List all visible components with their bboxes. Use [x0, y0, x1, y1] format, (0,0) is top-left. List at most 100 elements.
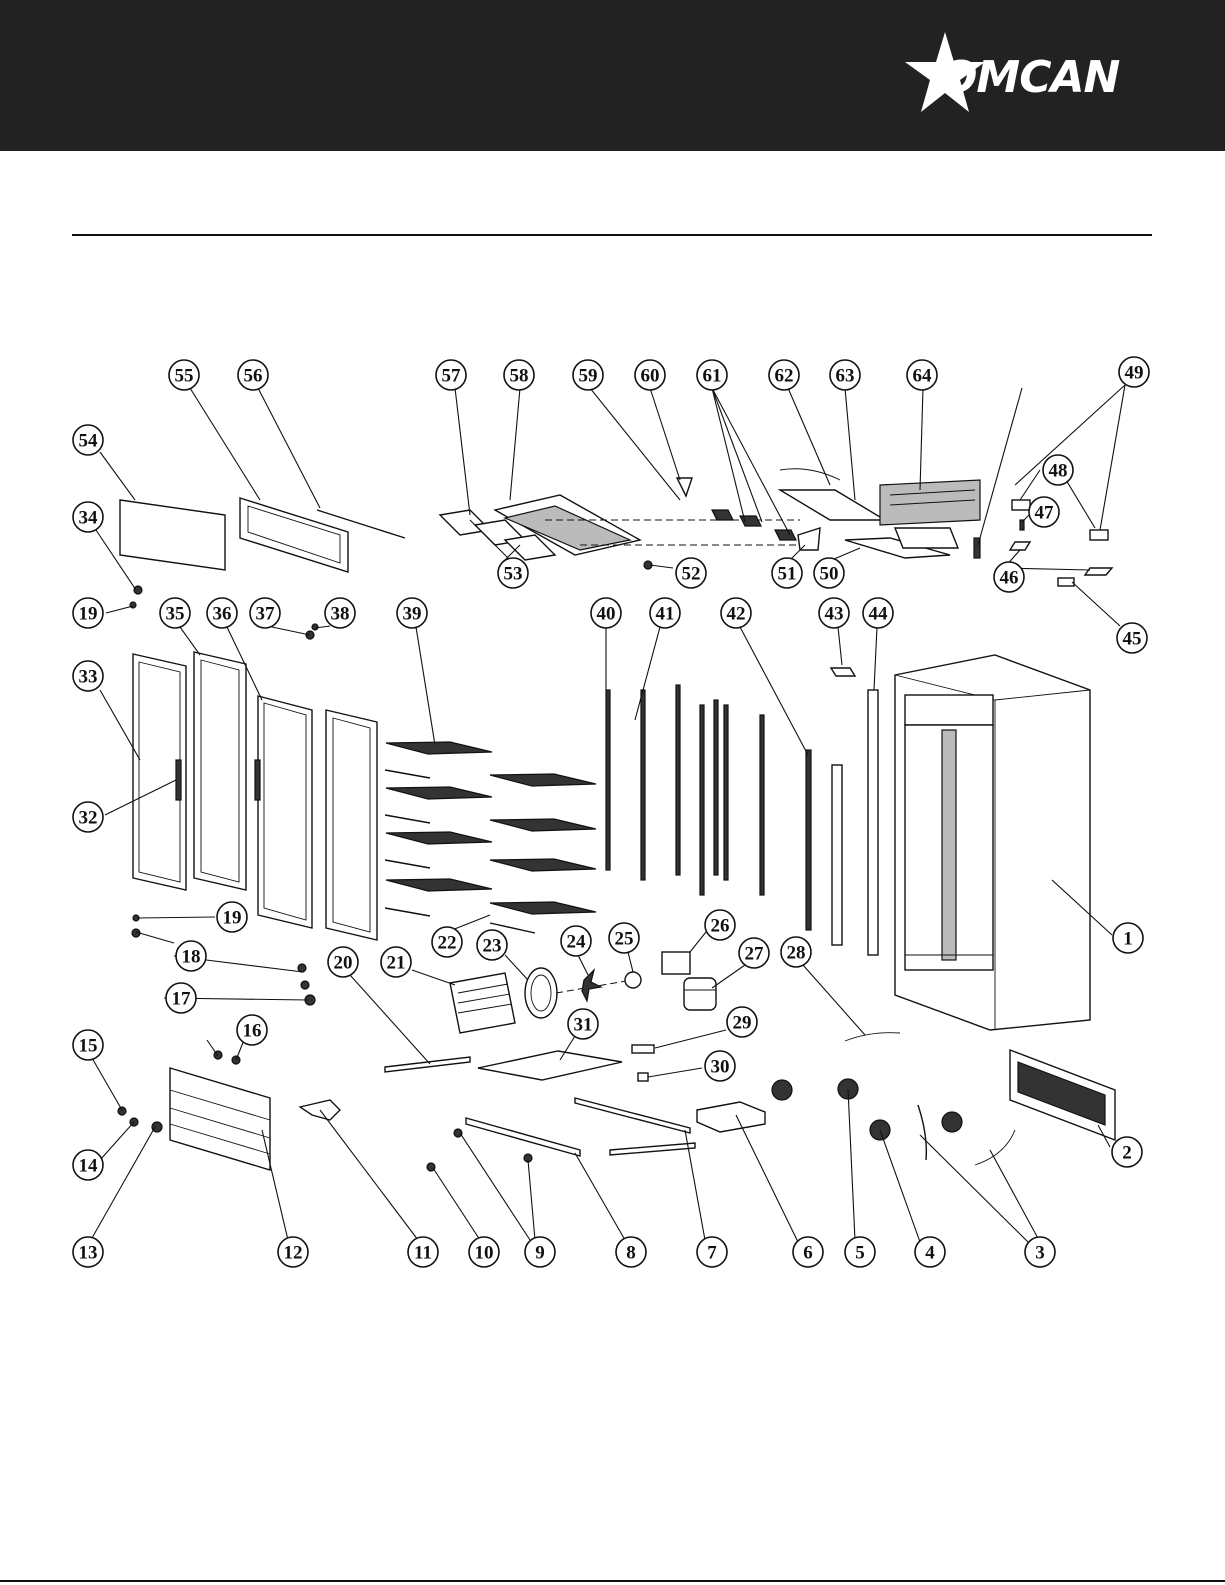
callout-number: 60 [641, 366, 660, 387]
callout-26: 26 [705, 910, 735, 940]
callout-number: 18 [182, 947, 201, 968]
leader-line [650, 388, 680, 480]
leader-line [180, 627, 200, 655]
leader-line [416, 627, 435, 745]
part-42 [831, 668, 855, 676]
callout-43: 43 [819, 598, 849, 628]
leader-line [788, 388, 830, 485]
top-frame-54 [240, 498, 348, 572]
leader-line [712, 388, 762, 522]
callout-23: 23 [477, 930, 507, 960]
part-30 [638, 1073, 648, 1081]
callout-number: 2 [1122, 1143, 1132, 1164]
callout-number: 53 [504, 564, 523, 585]
callout-number: 47 [1035, 503, 1055, 524]
rail-7 [575, 1098, 690, 1133]
callout-number: 20 [334, 953, 353, 974]
leader-line [740, 627, 808, 755]
leader-line [690, 932, 706, 952]
callout-24: 24 [561, 926, 591, 956]
top-assembly [440, 469, 980, 569]
part-43 [868, 690, 878, 955]
callout-number: 49 [1125, 363, 1144, 384]
callout-3: 3 [1025, 1237, 1055, 1267]
casters [772, 1079, 962, 1140]
callout-10: 10 [469, 1237, 499, 1267]
callout-45: 45 [1117, 623, 1147, 653]
leader-line [106, 606, 133, 613]
leader-line [262, 1130, 288, 1240]
callout-number: 59 [579, 366, 598, 387]
callout-37: 37 [250, 598, 280, 628]
door-right [255, 696, 312, 928]
callout-number: 33 [79, 667, 98, 688]
callout-number: 4 [925, 1243, 935, 1264]
callout-54: 54 [73, 425, 103, 455]
callout-number: 5 [855, 1243, 865, 1264]
callout-number: 64 [913, 366, 933, 387]
callout-number: 24 [567, 932, 587, 953]
callout-number: 56 [244, 366, 263, 387]
callout-2: 2 [1112, 1137, 1142, 1167]
rail-8 [466, 1118, 580, 1156]
callout-30: 30 [705, 1051, 735, 1081]
leader-line [412, 970, 455, 985]
leader-line [100, 452, 135, 500]
callout-50: 50 [814, 558, 844, 588]
callout-21: 21 [381, 947, 411, 977]
callout-number: 21 [387, 953, 406, 974]
callout-20: 20 [328, 947, 358, 977]
callout-39: 39 [397, 598, 427, 628]
leader-line [990, 1150, 1040, 1242]
callout-19: 19 [73, 598, 103, 628]
callout-8: 8 [616, 1237, 646, 1267]
rail-20 [385, 1057, 470, 1072]
leader-line [100, 1122, 134, 1160]
part-44 [1058, 578, 1074, 586]
leader-line [712, 965, 745, 988]
callout-number: 55 [175, 366, 194, 387]
callout-number: 15 [79, 1036, 98, 1057]
callout-57: 57 [436, 360, 466, 390]
leader-line [790, 545, 805, 560]
leader-line [350, 975, 430, 1064]
leader-line [575, 1153, 625, 1240]
top-panel-53 [120, 500, 225, 570]
part-29 [632, 1045, 654, 1053]
leader-line [320, 1110, 418, 1240]
callout-number: 52 [682, 564, 701, 585]
leader-line [874, 627, 877, 690]
part-43a [832, 765, 842, 945]
callout-5: 5 [845, 1237, 875, 1267]
leader-line [452, 915, 490, 930]
callout-1: 1 [1113, 923, 1143, 953]
leader-line [92, 1058, 122, 1110]
callout-number: 14 [79, 1156, 99, 1177]
callout-12: 12 [278, 1237, 308, 1267]
callout-number: 9 [535, 1243, 545, 1264]
callout-number: 45 [1123, 629, 1142, 650]
callout-34: 34 [73, 502, 103, 532]
callout-22: 22 [432, 927, 462, 957]
callout-number: 43 [825, 604, 844, 625]
leader-line [803, 965, 865, 1035]
callout-56: 56 [238, 360, 268, 390]
callout-19: 19 [217, 902, 247, 932]
leader-line [455, 388, 470, 515]
callout-number: 29 [733, 1013, 752, 1034]
callout-number: 40 [597, 604, 616, 625]
callout-number: 19 [223, 908, 242, 929]
callout-15: 15 [73, 1030, 103, 1060]
callout-11: 11 [408, 1237, 438, 1267]
callout-27: 27 [739, 938, 769, 968]
condenser-coil [450, 973, 515, 1033]
leader-line [635, 627, 660, 720]
leader-line [880, 1130, 920, 1242]
callout-number: 39 [403, 604, 422, 625]
callout-number: 3 [1035, 1243, 1045, 1264]
leader-line [1020, 470, 1040, 500]
drain-pan [697, 1102, 765, 1132]
callout-60: 60 [635, 360, 665, 390]
callout-55: 55 [169, 360, 199, 390]
callout-7: 7 [697, 1237, 727, 1267]
